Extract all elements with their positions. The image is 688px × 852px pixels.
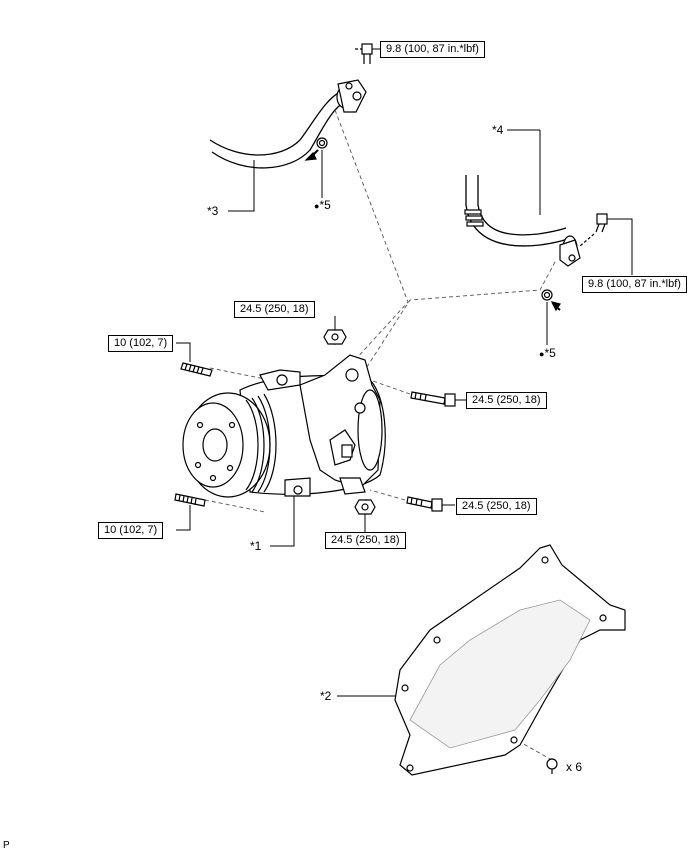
non-reusable-marker: ● xyxy=(314,201,320,211)
discharge-hose xyxy=(209,79,367,169)
torque-suction-hose-bolt: 9.8 (100, 87 in.*lbf) xyxy=(582,276,687,293)
compressor-cover xyxy=(394,544,626,776)
torque-lower-stud: 10 (102, 7) xyxy=(98,522,164,539)
lower-nut xyxy=(354,499,376,515)
discharge-hose-bolt xyxy=(355,43,373,64)
callout-o-ring-right: ●*5 xyxy=(539,346,556,360)
clip-quantity: x 6 xyxy=(566,760,583,774)
leader-lines xyxy=(176,48,633,697)
upper-bolt xyxy=(410,391,456,407)
o-ring-left xyxy=(304,137,328,161)
torque-lower-bolt: 24.5 (250, 18) xyxy=(456,498,537,515)
torque-discharge-hose-bolt: 9.8 (100, 87 in.*lbf) xyxy=(380,41,485,58)
torque-upper-stud: 10 (102, 7) xyxy=(108,335,174,352)
torque-upper-bolt: 24.5 (250, 18) xyxy=(466,392,547,409)
upper-nut xyxy=(323,329,347,345)
torque-upper-nut: 24.5 (250, 18) xyxy=(234,301,315,318)
lower-stud-bolt xyxy=(174,493,206,507)
callout-cover: *2 xyxy=(320,689,332,703)
callout-suction-hose: *4 xyxy=(492,123,504,137)
lower-bolt xyxy=(406,496,443,512)
suction-hose-bolt xyxy=(579,213,608,247)
torque-lower-nut: 24.5 (250, 18) xyxy=(325,532,406,549)
callout-o-ring-left: ●*5 xyxy=(314,198,331,212)
compressor xyxy=(182,354,386,498)
callout-compressor: *1 xyxy=(250,539,262,553)
upper-stud-bolt xyxy=(180,362,213,377)
non-reusable-marker: ● xyxy=(539,349,545,359)
suction-hose xyxy=(464,175,581,267)
o-ring-right xyxy=(541,289,561,312)
figure-code: P xyxy=(3,840,10,851)
callout-discharge-hose: *3 xyxy=(207,204,219,218)
cover-clip xyxy=(546,758,558,774)
